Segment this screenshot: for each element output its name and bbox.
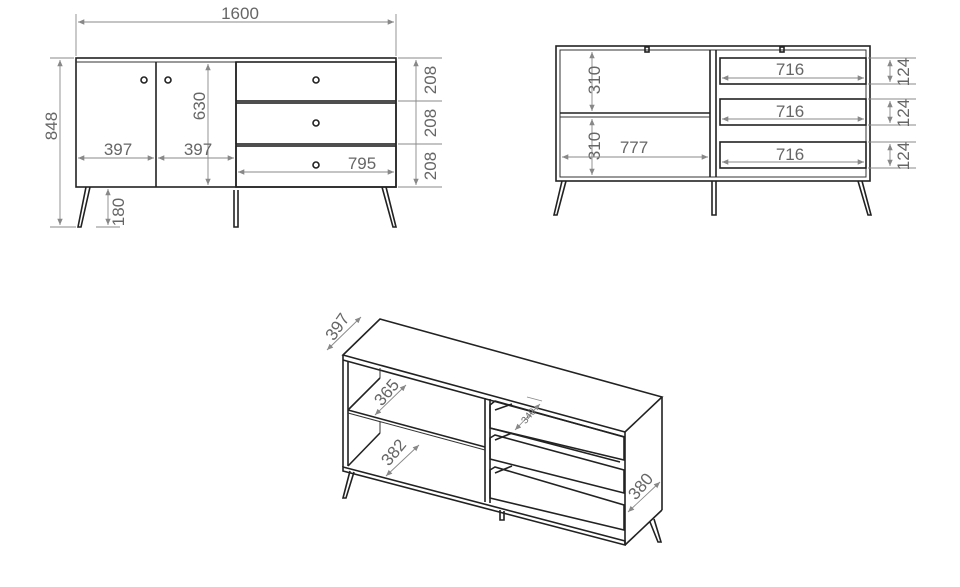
dim-drawer-width: 795	[348, 154, 376, 173]
open-cabinet-body	[555, 45, 871, 182]
dim-door-left: 397	[104, 140, 132, 159]
dim-inner-drawer-width-1: 716	[776, 60, 804, 79]
front-legs	[77, 186, 398, 228]
dim-iso-depth: 397	[322, 310, 354, 344]
dim-drawer-height-2: 208	[421, 109, 440, 137]
dim-drawer-height-3: 208	[421, 152, 440, 180]
dim-total-height: 848	[42, 112, 61, 140]
dim-shelf-height-1: 310	[585, 66, 604, 94]
dim-side-depth: 380	[624, 469, 657, 503]
dim-inner-drawer-height-1: 124	[894, 58, 913, 86]
iso-cabinet-body	[341, 318, 664, 547]
dim-lower-shelf-depth: 382	[377, 435, 410, 469]
dim-compartment-width: 777	[620, 138, 648, 157]
front-view: 1600 848 630 180 397 397 795 208 208 208	[42, 4, 442, 228]
dim-leg-height: 180	[109, 198, 128, 226]
open-front-view: 310 310 777 716 716 716 124 124 124	[552, 45, 916, 216]
dim-drawer-height-1: 208	[421, 66, 440, 94]
dim-shelf-height-2: 310	[585, 132, 604, 160]
dim-body-height: 630	[190, 92, 209, 120]
iso-legs	[341, 470, 663, 543]
dim-inner-drawer-width-2: 716	[776, 102, 804, 121]
front-cabinet-body	[75, 57, 397, 188]
dim-door-right: 397	[184, 140, 212, 159]
knob-icons	[140, 76, 320, 169]
open-legs	[552, 180, 873, 216]
dim-upper-shelf-depth: 365	[370, 375, 403, 409]
dim-inner-drawer-height-3: 124	[894, 142, 913, 170]
dim-inner-drawer-width-3: 716	[776, 145, 804, 164]
isometric-view: 397 365 382 340 380	[322, 310, 664, 547]
dim-inner-drawer-height-2: 124	[894, 99, 913, 127]
dim-total-width: 1600	[221, 4, 259, 23]
